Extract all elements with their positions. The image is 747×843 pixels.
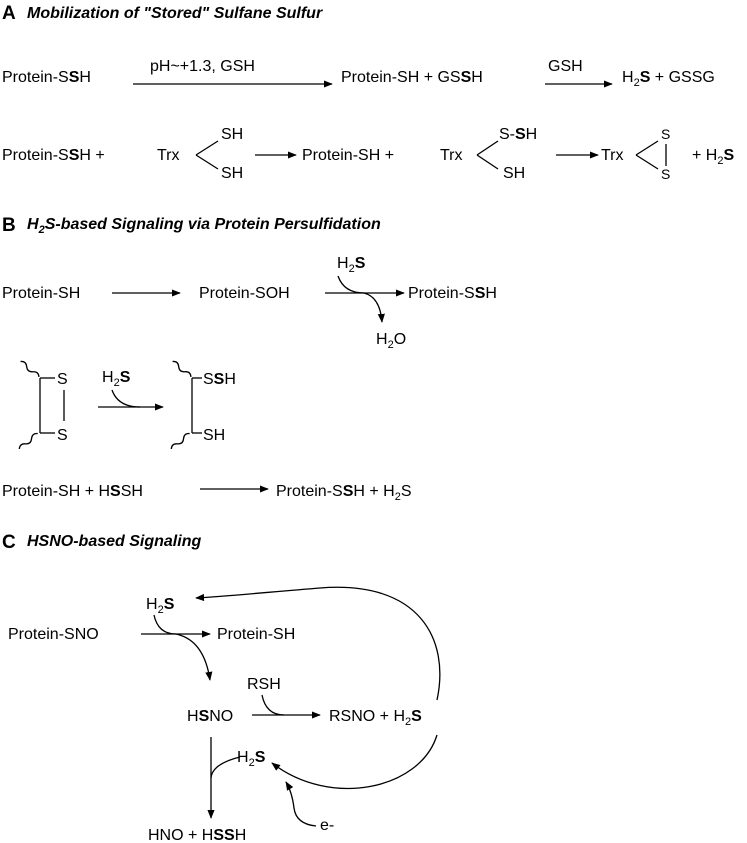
b-r1-h2s-reagent: H2S <box>337 255 366 275</box>
section-b-letter: B <box>2 215 16 236</box>
a-r2-trx2-sh-lower: SH <box>503 165 525 182</box>
b-r2-wavy-lower-left <box>18 432 38 450</box>
b-r3-product: Protein-SSH + H2S <box>276 483 412 503</box>
a-r2-ring-bond-upper <box>635 140 659 156</box>
a-r2-trx2-ssh: S-SH <box>499 126 537 143</box>
c-recycle-arrow-bottom <box>271 734 438 790</box>
a-r2-middle: Protein-SH + <box>302 147 394 164</box>
a-r2-trx-3: Trx <box>601 147 624 164</box>
c-h2s-entry-curve <box>153 614 177 635</box>
c-products: HNO + HSSH <box>148 827 246 843</box>
c-h2s-middle: H2S <box>237 749 266 769</box>
section-a-title: Mobilization of "Stored" Sulfane Sulfur <box>27 5 323 22</box>
a-r1-product: Protein-SH + GSSH <box>341 69 483 86</box>
c-electron: e- <box>320 817 334 834</box>
section-c-letter: C <box>2 532 16 553</box>
c-arrow-to-hsno <box>175 633 213 681</box>
b-r2-ring-s-upper: S <box>57 371 68 388</box>
b-r2-h2s-entry-curve <box>111 389 141 408</box>
a-r2-product-h2s: + H2S <box>692 147 734 167</box>
b-r1-intermediate: Protein-SOH <box>199 285 290 302</box>
c-h2s-middle-curve <box>210 756 241 779</box>
b-r2-wavy-lower-right <box>170 432 190 450</box>
a-r2-trx2-bond-upper <box>476 140 499 156</box>
b-r1-h2o: H2O <box>376 331 406 351</box>
b-r2-product-ssh: SSH <box>203 371 236 388</box>
c-h2s-top: H2S <box>146 596 175 616</box>
c-product: Protein-SH <box>217 626 295 643</box>
b-r2-wavy-upper-left <box>20 360 40 377</box>
a-r2-ring-bond-lower <box>635 154 659 170</box>
a-r1-condition-2: GSH <box>548 58 583 75</box>
c-rsh-entry-curve <box>261 694 285 716</box>
section-c-title: HSNO-based Signaling <box>27 533 201 550</box>
c-reactant: Protein-SNO <box>8 626 99 643</box>
a-r2-reactant: Protein-SSH + <box>2 147 105 164</box>
section-a-letter: A <box>2 3 16 24</box>
a-r2-ring-s-upper: S <box>661 126 670 142</box>
b-r2-wavy-upper-right <box>172 360 192 377</box>
a-r2-trx-1: Trx <box>157 147 180 164</box>
b-r3-reactant: Protein-SH + HSSH <box>2 483 143 500</box>
a-r1-product-2: H2S + GSSG <box>622 69 715 89</box>
b-r1-h2s-entry-curve <box>337 275 365 294</box>
a-r1-condition-1: pH~+1.3, GSH <box>150 58 255 75</box>
a-r2-trx-2: Trx <box>440 147 463 164</box>
c-electron-arrow <box>285 781 317 827</box>
a-r2-trx2-bond-lower <box>476 154 499 170</box>
c-hsno: HSNO <box>187 708 233 725</box>
c-recycle-arrow-top <box>195 586 441 701</box>
a-r2-trx1-bond-upper <box>195 140 219 156</box>
a-r2-trx1-sh-upper: SH <box>221 126 243 143</box>
c-rsno: RSNO + H2S <box>329 708 422 728</box>
c-rsh: RSH <box>247 676 281 693</box>
a-r1-reactant: Protein-SSH <box>2 69 91 86</box>
b-r2-product-sh: SH <box>203 427 225 444</box>
b-r2-ring-s-lower: S <box>57 427 68 444</box>
a-r2-ring-s-lower: S <box>661 166 670 182</box>
a-r2-trx1-sh-lower: SH <box>221 165 243 182</box>
b-r1-product: Protein-SSH <box>408 285 497 302</box>
b-r2-h2s-reagent: H2S <box>102 369 131 389</box>
b-r1-reactant: Protein-SH <box>2 285 80 302</box>
a-r2-trx1-bond-lower <box>195 154 219 170</box>
b-r1-h2o-exit-arrow <box>363 292 385 323</box>
section-b-title: H2S-based Signaling via Protein Persulfi… <box>27 216 381 236</box>
